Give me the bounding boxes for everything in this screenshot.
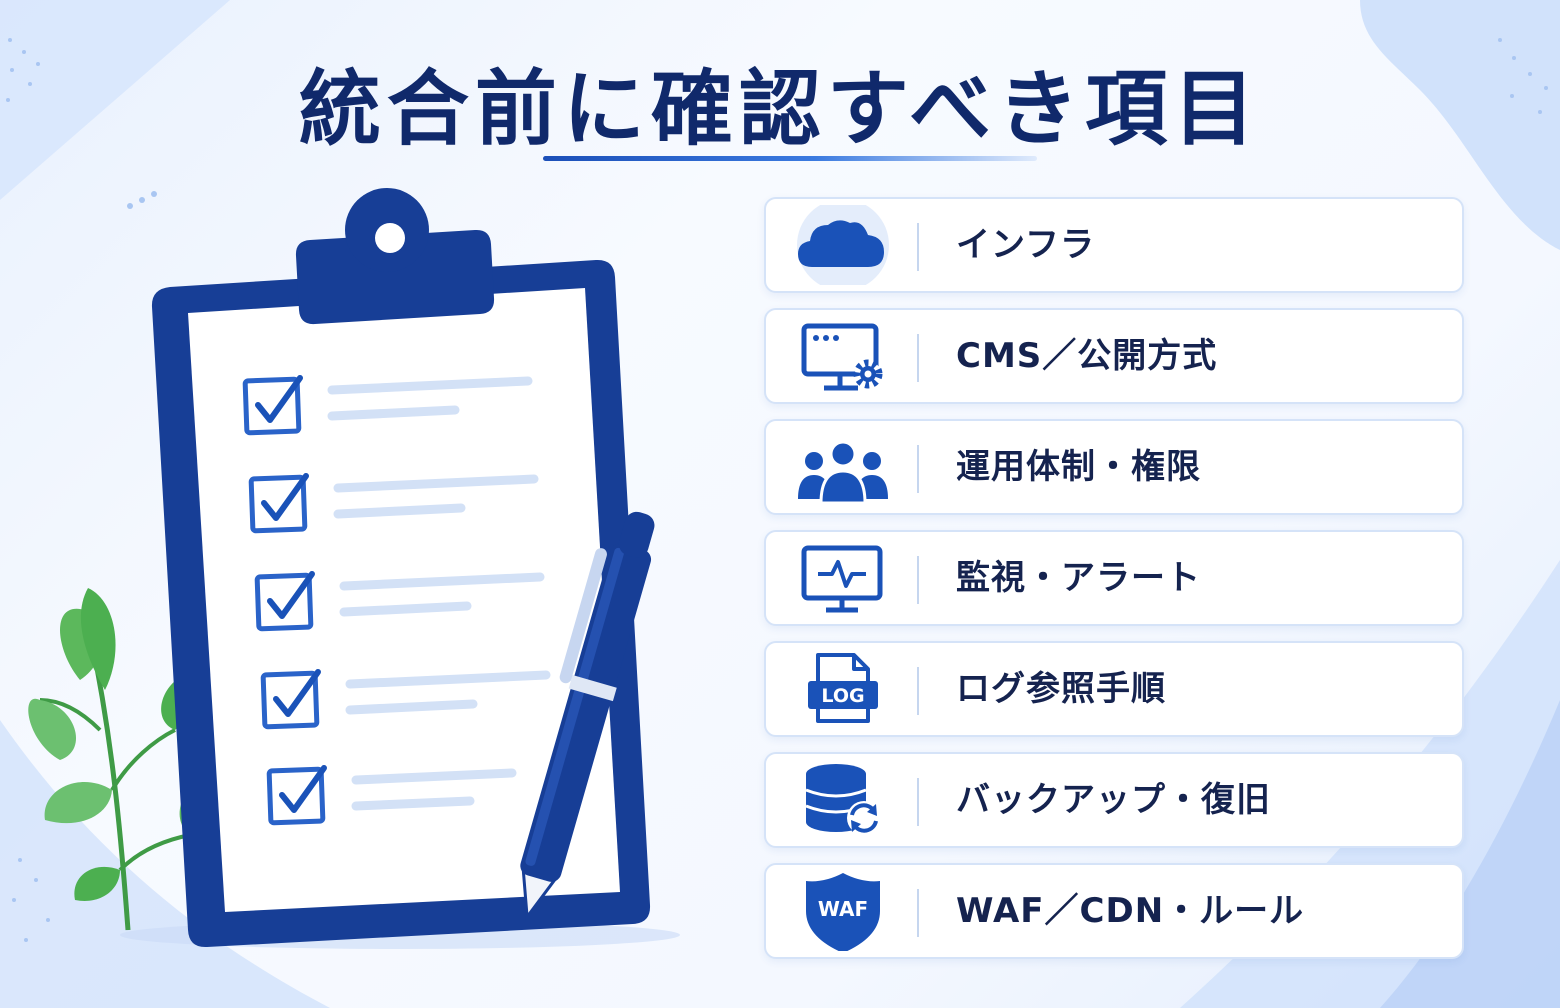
monitor-pulse-icon <box>801 545 883 613</box>
item-monitoring: 監視・アラート <box>764 530 1464 626</box>
title-underline <box>543 156 1037 161</box>
item-cms: CMS／公開方式 <box>764 308 1464 404</box>
svg-text:WAF: WAF <box>818 897 868 921</box>
item-label: ログ参照手順 <box>956 669 1166 709</box>
pen-icon <box>520 511 655 921</box>
item-backup: バックアップ・復旧 <box>764 752 1464 848</box>
item-label: 監視・アラート <box>956 558 1201 598</box>
checklist-items: インフラ CMS／公開方式 運用体制・権限 <box>764 197 1464 974</box>
item-divider <box>917 223 919 271</box>
item-divider <box>917 334 919 382</box>
item-waf: WAF WAF／CDN・ルール <box>764 863 1464 959</box>
checklist-illustration <box>28 188 680 949</box>
monitor-gear-icon <box>801 323 883 391</box>
team-icon <box>798 440 888 505</box>
item-divider <box>917 667 919 715</box>
item-label: バックアップ・復旧 <box>956 780 1271 820</box>
item-label: WAF／CDN・ルール <box>956 891 1305 931</box>
page-title: 統合前に確認すべき項目 <box>298 62 1262 157</box>
item-infra: インフラ <box>764 197 1464 293</box>
checkbox-icon <box>242 375 551 826</box>
item-divider <box>917 556 919 604</box>
clipboard-icon <box>151 188 651 948</box>
item-operations: 運用体制・権限 <box>764 419 1464 515</box>
log-file-icon: LOG <box>808 653 878 723</box>
item-divider <box>917 889 919 937</box>
item-divider <box>917 445 919 493</box>
item-divider <box>917 778 919 826</box>
svg-text:LOG: LOG <box>821 685 864 707</box>
shield-icon: WAF <box>806 873 880 951</box>
database-sync-icon <box>805 764 881 835</box>
item-label: CMS／公開方式 <box>956 336 1218 376</box>
item-label: インフラ <box>956 225 1095 265</box>
cloud-icon <box>797 205 889 285</box>
item-log: LOG ログ参照手順 <box>764 641 1464 737</box>
item-label: 運用体制・権限 <box>956 447 1201 487</box>
